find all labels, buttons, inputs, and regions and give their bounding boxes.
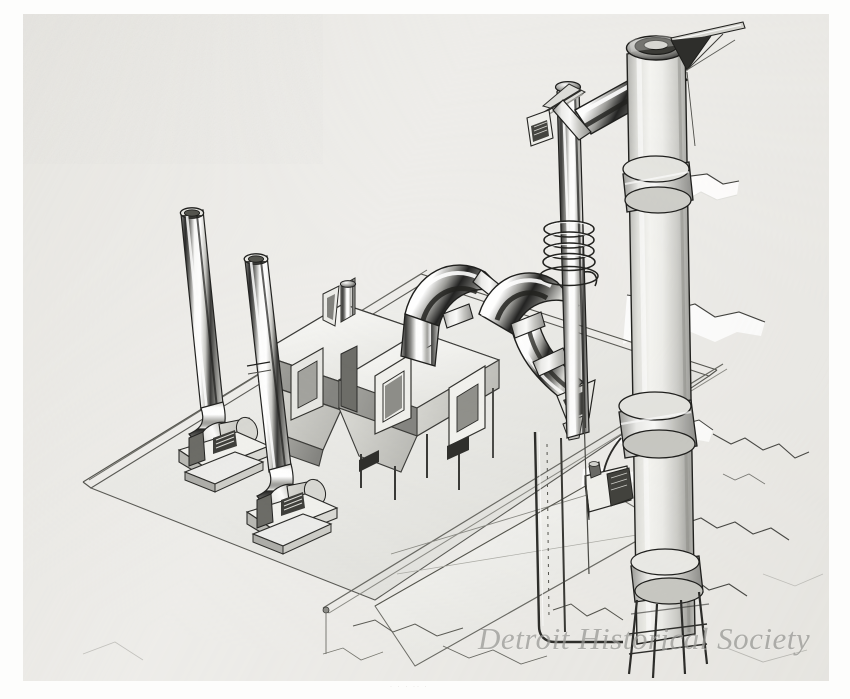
technical-illustration	[23, 14, 829, 681]
control-box	[584, 437, 634, 521]
photograph: Detroit Historical Society	[23, 14, 829, 681]
photo-caption: · · · ·· ·	[390, 684, 429, 690]
foundation-slab	[322, 483, 664, 667]
blower-left	[177, 401, 271, 493]
access-hatch	[290, 347, 486, 447]
riser-pipe	[526, 80, 590, 439]
exhaust-stack-left-2	[243, 253, 292, 473]
flange-ring	[618, 155, 704, 605]
background-contours	[82, 573, 824, 663]
collector-housing	[257, 277, 501, 500]
tower-legs	[627, 591, 710, 679]
helical-coil	[539, 220, 599, 287]
main-tower	[618, 20, 746, 679]
housing-legs	[359, 388, 494, 500]
drop-pipe	[533, 383, 623, 644]
blower-left-2	[245, 463, 339, 555]
davit-arm	[670, 20, 746, 147]
duct-arch	[400, 264, 596, 441]
exhaust-stack-left	[179, 207, 224, 413]
